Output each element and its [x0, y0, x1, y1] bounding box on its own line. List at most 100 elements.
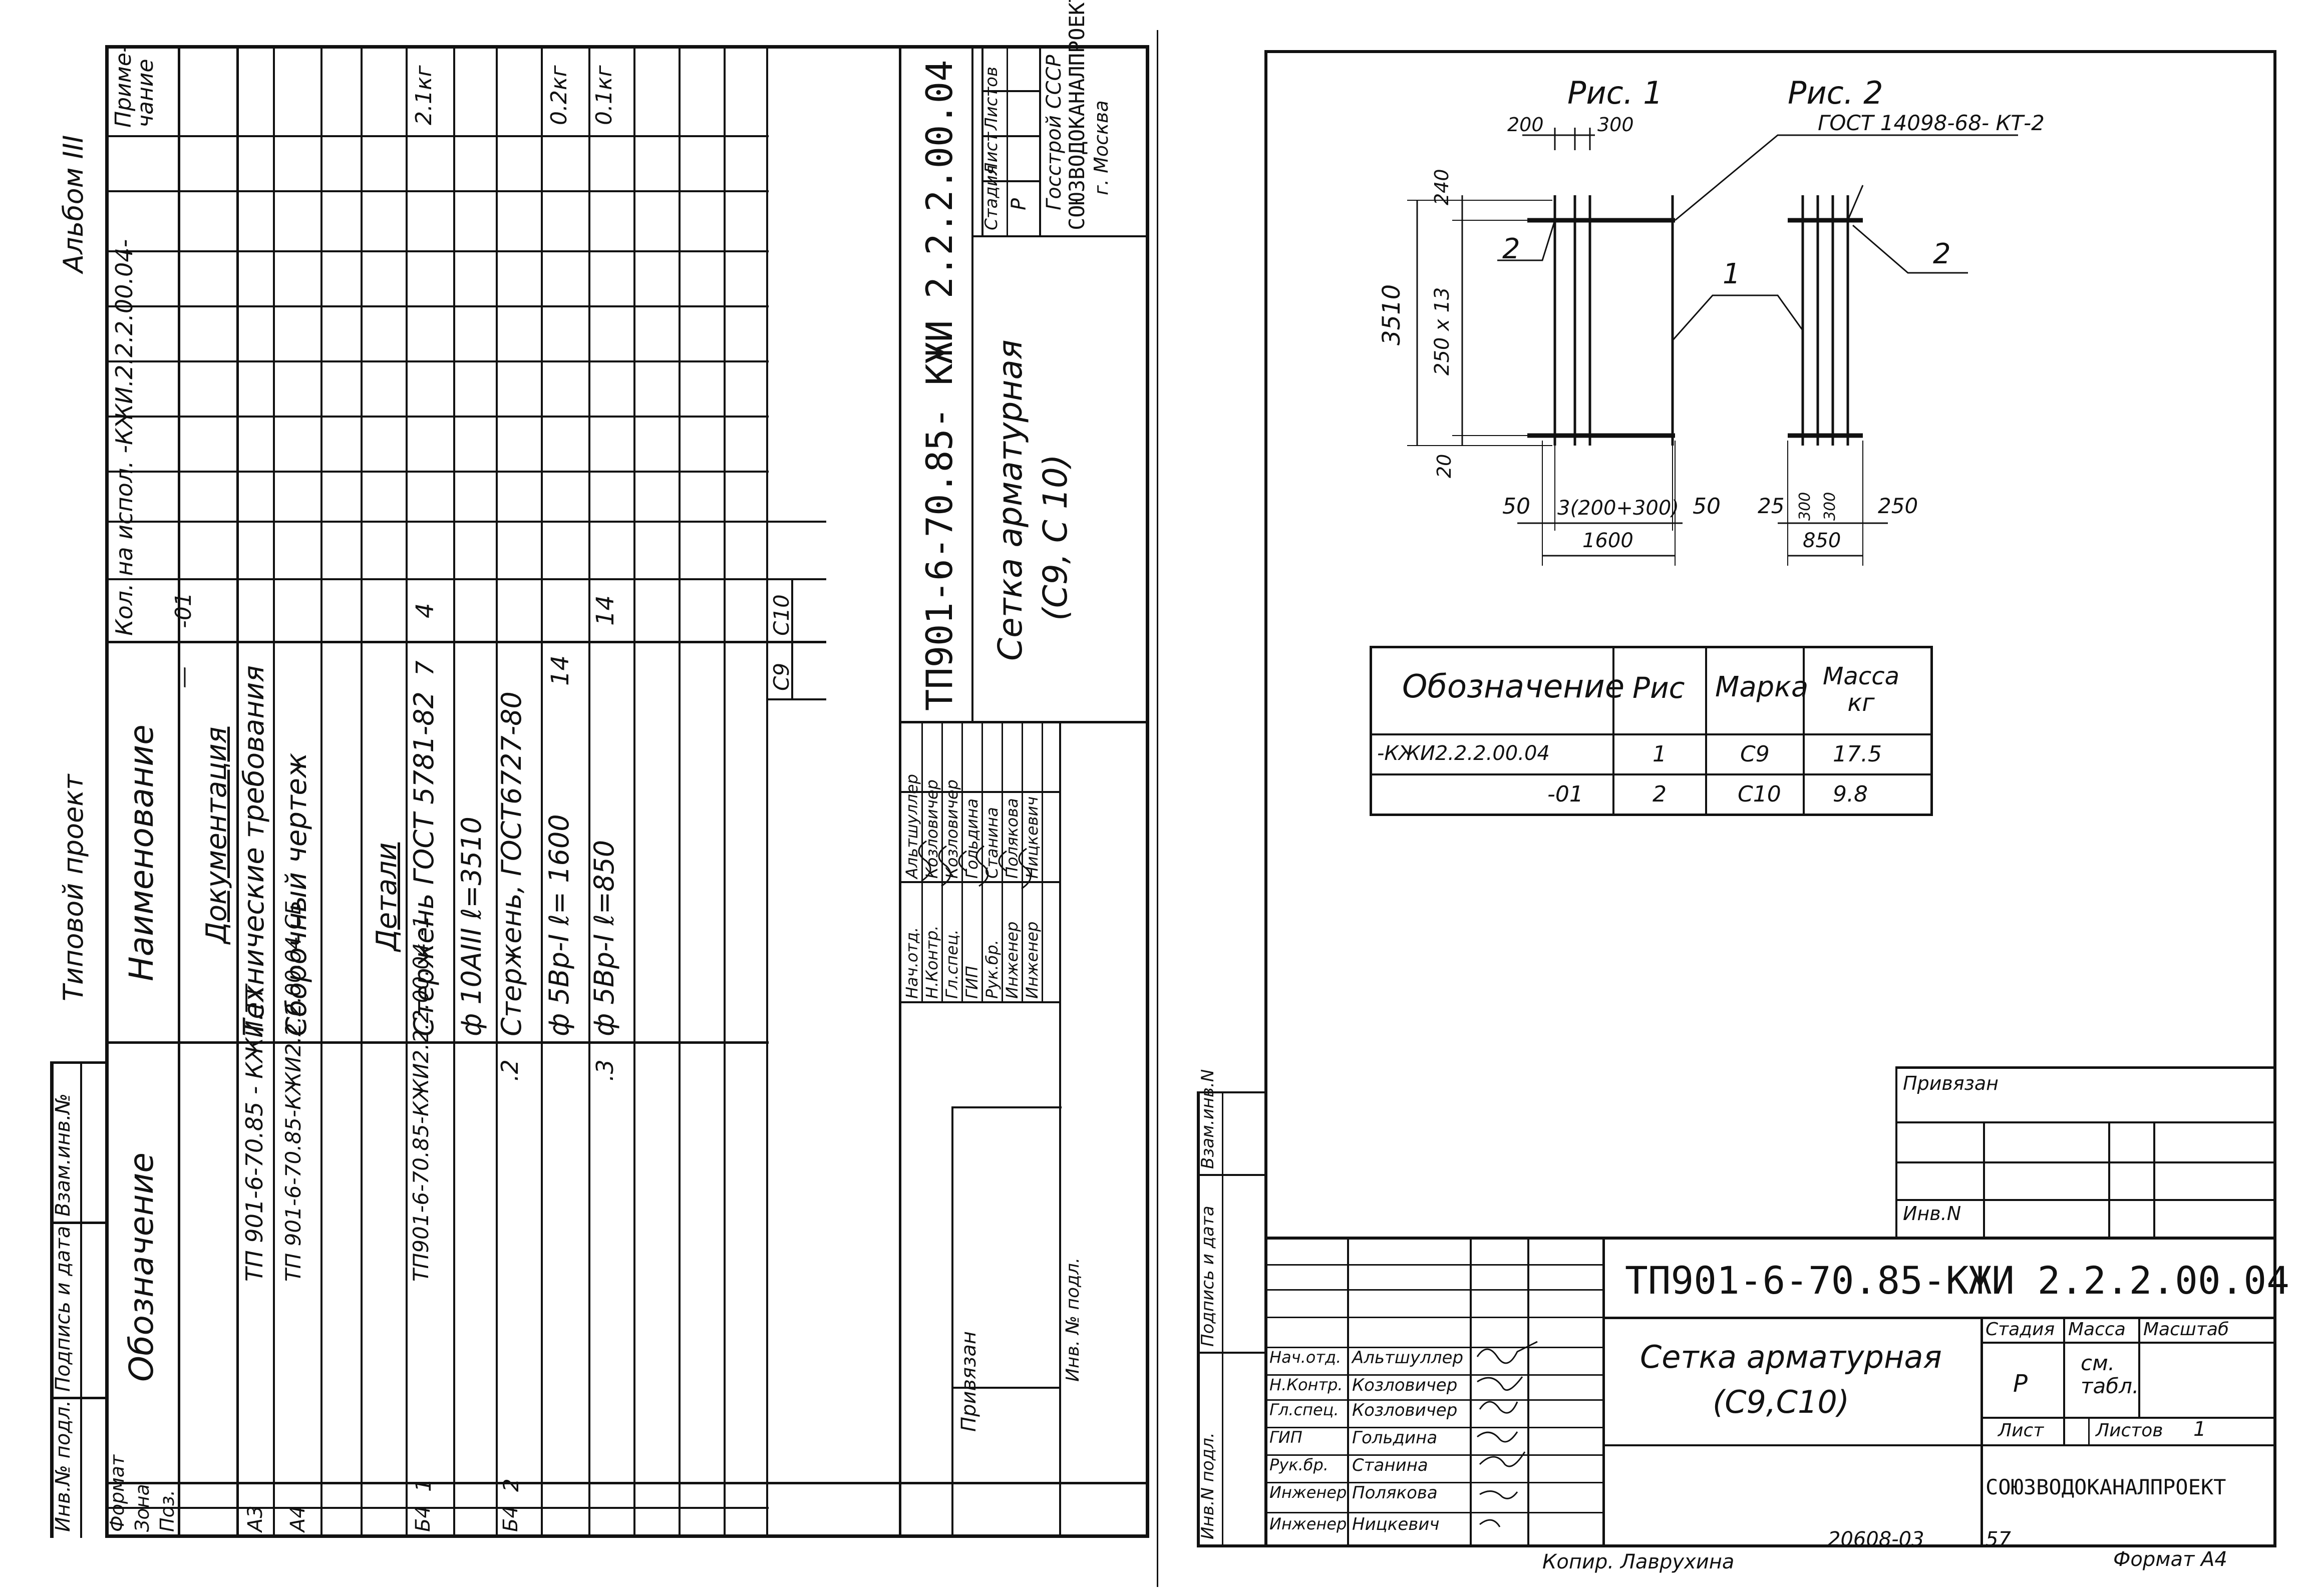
tb-line: [1981, 1444, 2276, 1446]
sig-line: [1042, 721, 1043, 1001]
table-cell: 1: [1653, 741, 1667, 767]
fig2-label: Рис. 2: [1788, 75, 1883, 111]
signer: Ницкевич: [1352, 1514, 1440, 1534]
strip-line: [50, 1061, 54, 1538]
col-line: [406, 45, 408, 1538]
bound-line: [1895, 1161, 2276, 1163]
frame-line: [105, 45, 109, 1538]
row-line: [105, 521, 826, 523]
sig-line: [941, 721, 943, 1001]
strip-line: [1197, 1174, 1267, 1176]
strip-line: [50, 1397, 109, 1399]
mark-line: [791, 578, 793, 698]
rt-stage-value: Р: [2013, 1370, 2028, 1398]
sig-line: [921, 721, 923, 1001]
rt-sheet-label: Лист: [1998, 1420, 2044, 1441]
tb-line: [1602, 1237, 1605, 1547]
signer: Станина: [1352, 1455, 1428, 1475]
role: Нач.отд.: [1269, 1348, 1342, 1367]
leader-label-2a: 2: [1502, 233, 1520, 265]
signer: Козловичер: [1352, 1375, 1458, 1395]
frame-line: [1264, 50, 1267, 1242]
tb-line: [981, 90, 1039, 92]
row-line: [105, 250, 769, 252]
table-cell: 17.5: [1833, 741, 1882, 767]
role: Рук.бр.: [1269, 1455, 1329, 1474]
leader-1: [1672, 294, 1804, 341]
row-line: [105, 578, 826, 580]
tb-line: [1264, 1427, 1605, 1428]
leader-label-2b: 2: [1933, 238, 1951, 270]
bound-line: [2153, 1121, 2155, 1237]
row-line: [105, 190, 769, 192]
tb-line: [1347, 1237, 1349, 1547]
tb-line: [981, 45, 983, 235]
col-line: [588, 45, 590, 1538]
col-line: [679, 45, 681, 1538]
footer-format: Формат А4: [2113, 1548, 2227, 1571]
dim-200: 200: [1507, 114, 1544, 136]
sig-line: [961, 721, 963, 1001]
tb-line: [971, 45, 973, 721]
row-line: [105, 1482, 769, 1484]
col-line: [178, 45, 180, 1538]
frame-line: [1264, 50, 2276, 53]
signer: Козловичер: [1352, 1400, 1458, 1420]
table-header: Рис: [1632, 671, 1685, 705]
row-line: [105, 360, 769, 362]
fold-line: [1157, 30, 1158, 1587]
bound-line: [1895, 1066, 1897, 1237]
gost-note: ГОСТ 14098-68- КТ-2: [1818, 111, 2045, 135]
signer: Альтшуллер: [1352, 1348, 1464, 1368]
mark-line: [766, 698, 826, 700]
role: Инженер: [1269, 1483, 1347, 1502]
col-line: [496, 45, 498, 1538]
leader-label-1: 1: [1723, 258, 1741, 290]
col-line: [236, 45, 239, 1538]
bound-line: [1895, 1121, 2276, 1123]
bound-line: [951, 1387, 1059, 1389]
table-cell: 2: [1653, 781, 1667, 807]
tb-line: [981, 180, 1039, 182]
tb-line: [1527, 1237, 1529, 1547]
row-line: [105, 1507, 769, 1509]
signer: Полякова: [1352, 1483, 1438, 1503]
rt-sheets-label: Листов: [2096, 1420, 2163, 1441]
dim-850: 850: [1803, 529, 1841, 552]
sig-line: [899, 881, 1059, 883]
role: Инженер: [1269, 1514, 1347, 1533]
fig1-label: Рис. 1: [1567, 75, 1663, 111]
rt-bound-label: Привязан: [1903, 1072, 1999, 1094]
role: ГИП: [1269, 1428, 1302, 1447]
rt-title-1: Сетка арматурная: [1640, 1339, 1942, 1375]
frame-line: [1197, 1544, 2276, 1547]
sig-line: [981, 721, 983, 1001]
tb-line: [1981, 1417, 2276, 1419]
leader-2b: [1852, 224, 1968, 274]
row-line: [105, 135, 769, 137]
frame-line: [2273, 50, 2276, 1547]
tb-line: [1264, 1347, 1605, 1348]
role: Гл.спец.: [1269, 1400, 1339, 1419]
sig-line: [1002, 721, 1003, 1001]
table-cell: -КЖИ2.2.2.00.04: [1377, 742, 1550, 765]
tb-line: [1264, 1454, 1605, 1456]
strip-line: [80, 1061, 82, 1538]
strip-line: [50, 1061, 109, 1064]
col-line: [320, 45, 322, 1538]
row-line: [105, 416, 769, 418]
leader-2a: [1497, 220, 1556, 261]
col-line: [361, 45, 363, 1538]
tb-line: [899, 721, 1149, 723]
tb-line: [2138, 1317, 2140, 1417]
table-cell: -01: [1547, 781, 1583, 807]
dim-300: 300: [1597, 114, 1634, 136]
frame-line: [105, 1534, 1149, 1538]
tb-line: [1264, 1289, 1605, 1291]
sig-line: [1022, 721, 1023, 1001]
rt-sheets-value: 1: [2193, 1418, 2206, 1441]
strip-line: [1222, 1091, 1223, 1544]
rt-code: ТП901-6-70.85-КЖИ 2.2.2.00.04 СБ: [1625, 1258, 2307, 1303]
rt-mass-value: см. табл.: [2081, 1351, 2139, 1399]
